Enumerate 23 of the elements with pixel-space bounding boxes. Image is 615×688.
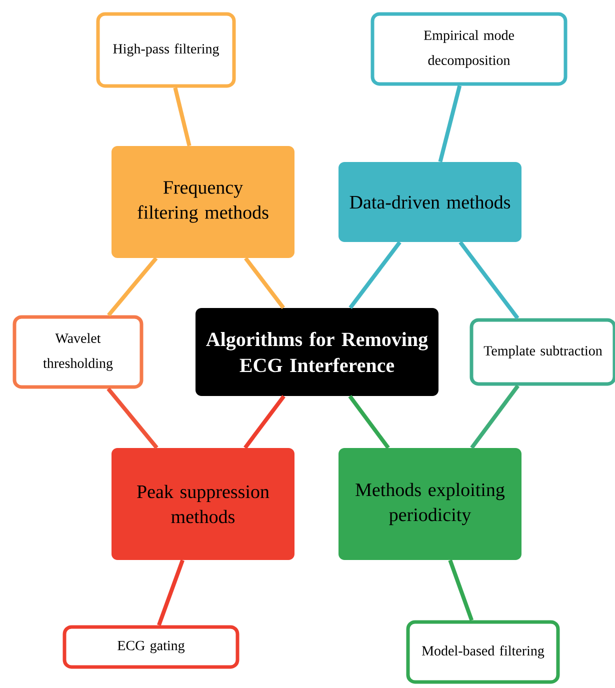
connector-line — [470, 384, 520, 449]
method-box: High-pass filtering — [96, 12, 236, 88]
connector-line — [157, 560, 184, 626]
connector-line — [107, 256, 158, 317]
category-box: Frequency filtering methods — [112, 146, 294, 258]
category-box: Methods exploiting periodicity — [338, 448, 522, 560]
method-box: ECG gating — [62, 625, 240, 669]
connector-line — [438, 85, 462, 162]
connector-line — [448, 560, 474, 621]
connector-line — [173, 87, 192, 146]
category-box: Data-driven methods — [338, 162, 522, 242]
connector-line — [348, 395, 390, 449]
title-box: Algorithms for Removing ECG Interference — [196, 308, 438, 396]
connector-line — [106, 387, 158, 450]
method-box: Empirical mode decomposition — [370, 12, 568, 86]
method-box: Model-based filtering — [406, 620, 560, 684]
method-box: Wavelet thresholding — [12, 315, 144, 389]
connector-line — [458, 240, 520, 320]
connector-line — [244, 395, 286, 449]
category-box: Peak suppression methods — [112, 448, 294, 560]
method-box: Template subtraction — [470, 318, 615, 386]
connector-line — [244, 256, 285, 309]
connector-line — [348, 241, 402, 309]
